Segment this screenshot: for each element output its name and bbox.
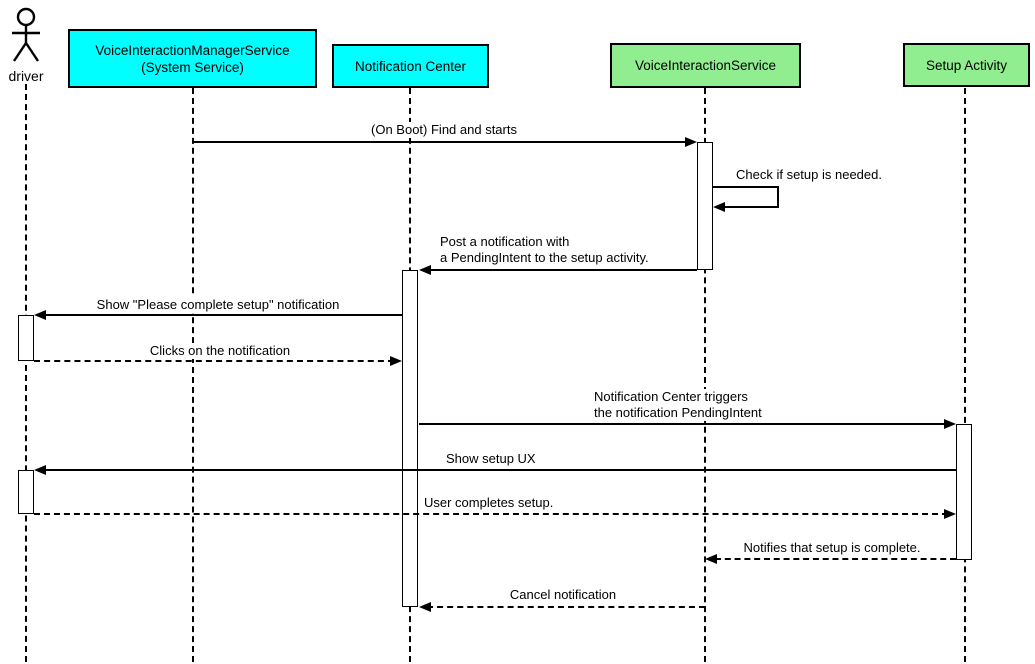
activation-setup-activity	[956, 424, 972, 560]
arrowhead-right-icon	[944, 419, 956, 429]
lifeline-driver	[25, 84, 27, 662]
message-label-show-setup-ux: Show setup UX	[444, 451, 538, 467]
message-label-triggers-pendingintent: Notification Center triggers the notific…	[592, 389, 764, 421]
participant-label-line1: VoiceInteractionManagerService	[95, 42, 290, 58]
message-line-cancel-notification	[427, 606, 705, 608]
message-line-show-setup-ux	[42, 469, 956, 471]
lifeline-voice-interaction-manager-service	[192, 88, 194, 662]
message-line-clicks-notification	[34, 360, 394, 362]
arrowhead-left-icon	[34, 465, 46, 475]
message-label-cancel-notification: Cancel notification	[507, 587, 619, 603]
message-label-line2: the notification PendingIntent	[594, 405, 762, 420]
participant-label-line2: (System Service)	[141, 59, 244, 75]
message-label-line1: Post a notification with	[440, 234, 570, 249]
message-label-user-completes-setup: User completes setup.	[422, 495, 556, 511]
arrowhead-left-icon	[34, 310, 46, 320]
activation-voice-interaction-service	[697, 142, 713, 270]
arrowhead-left-icon	[419, 265, 431, 275]
message-label-line2: a PendingIntent to the setup activity.	[440, 250, 649, 265]
message-label-on-boot-find-and-starts: (On Boot) Find and starts	[369, 122, 519, 138]
actor-driver-label: driver	[8, 68, 44, 84]
message-line-show-setup-notification	[42, 314, 402, 316]
self-message-top-line	[713, 186, 779, 188]
person-icon	[12, 7, 40, 62]
message-line-user-completes-setup	[34, 513, 948, 515]
arrowhead-left-icon	[705, 554, 717, 564]
arrowhead-left-icon	[713, 202, 725, 212]
participant-setup-activity: Setup Activity	[903, 43, 1030, 87]
message-label-clicks-notification: Clicks on the notification	[147, 343, 293, 359]
arrowhead-left-icon	[419, 602, 431, 612]
message-label-post-notification: Post a notification with a PendingIntent…	[438, 234, 651, 266]
participant-label: Setup Activity	[925, 57, 1008, 73]
activation-driver-2	[18, 470, 34, 514]
activation-notification-center	[402, 270, 418, 607]
lifeline-voice-interaction-service	[704, 88, 706, 662]
message-label-notifies-setup-complete: Notifies that setup is complete.	[741, 540, 923, 556]
message-label-line1: Notification Center triggers	[594, 389, 748, 404]
activation-driver-1	[18, 315, 34, 361]
lifeline-setup-activity	[964, 88, 966, 662]
message-line-on-boot-find-and-starts	[193, 141, 689, 143]
arrowhead-right-icon	[390, 356, 402, 366]
message-line-post-notification	[427, 269, 697, 271]
message-label-show-setup-notification: Show "Please complete setup" notificatio…	[94, 297, 342, 313]
message-line-triggers-pendingintent	[419, 423, 948, 425]
arrowhead-right-icon	[685, 137, 697, 147]
arrowhead-right-icon	[944, 509, 956, 519]
participant-voice-interaction-manager-service: VoiceInteractionManagerService (System S…	[68, 29, 317, 88]
self-message-vertical-line	[777, 186, 779, 208]
actor-driver: driver	[6, 6, 46, 84]
message-line-notifies-setup-complete	[715, 558, 956, 560]
participant-notification-center: Notification Center	[332, 44, 489, 88]
participant-voice-interaction-service: VoiceInteractionService	[610, 43, 801, 88]
participant-label: VoiceInteractionService	[634, 58, 777, 73]
self-message-bottom-line	[721, 206, 779, 208]
participant-label: Notification Center	[354, 58, 467, 74]
message-label-check-if-setup-is-needed: Check if setup is needed.	[734, 167, 884, 183]
